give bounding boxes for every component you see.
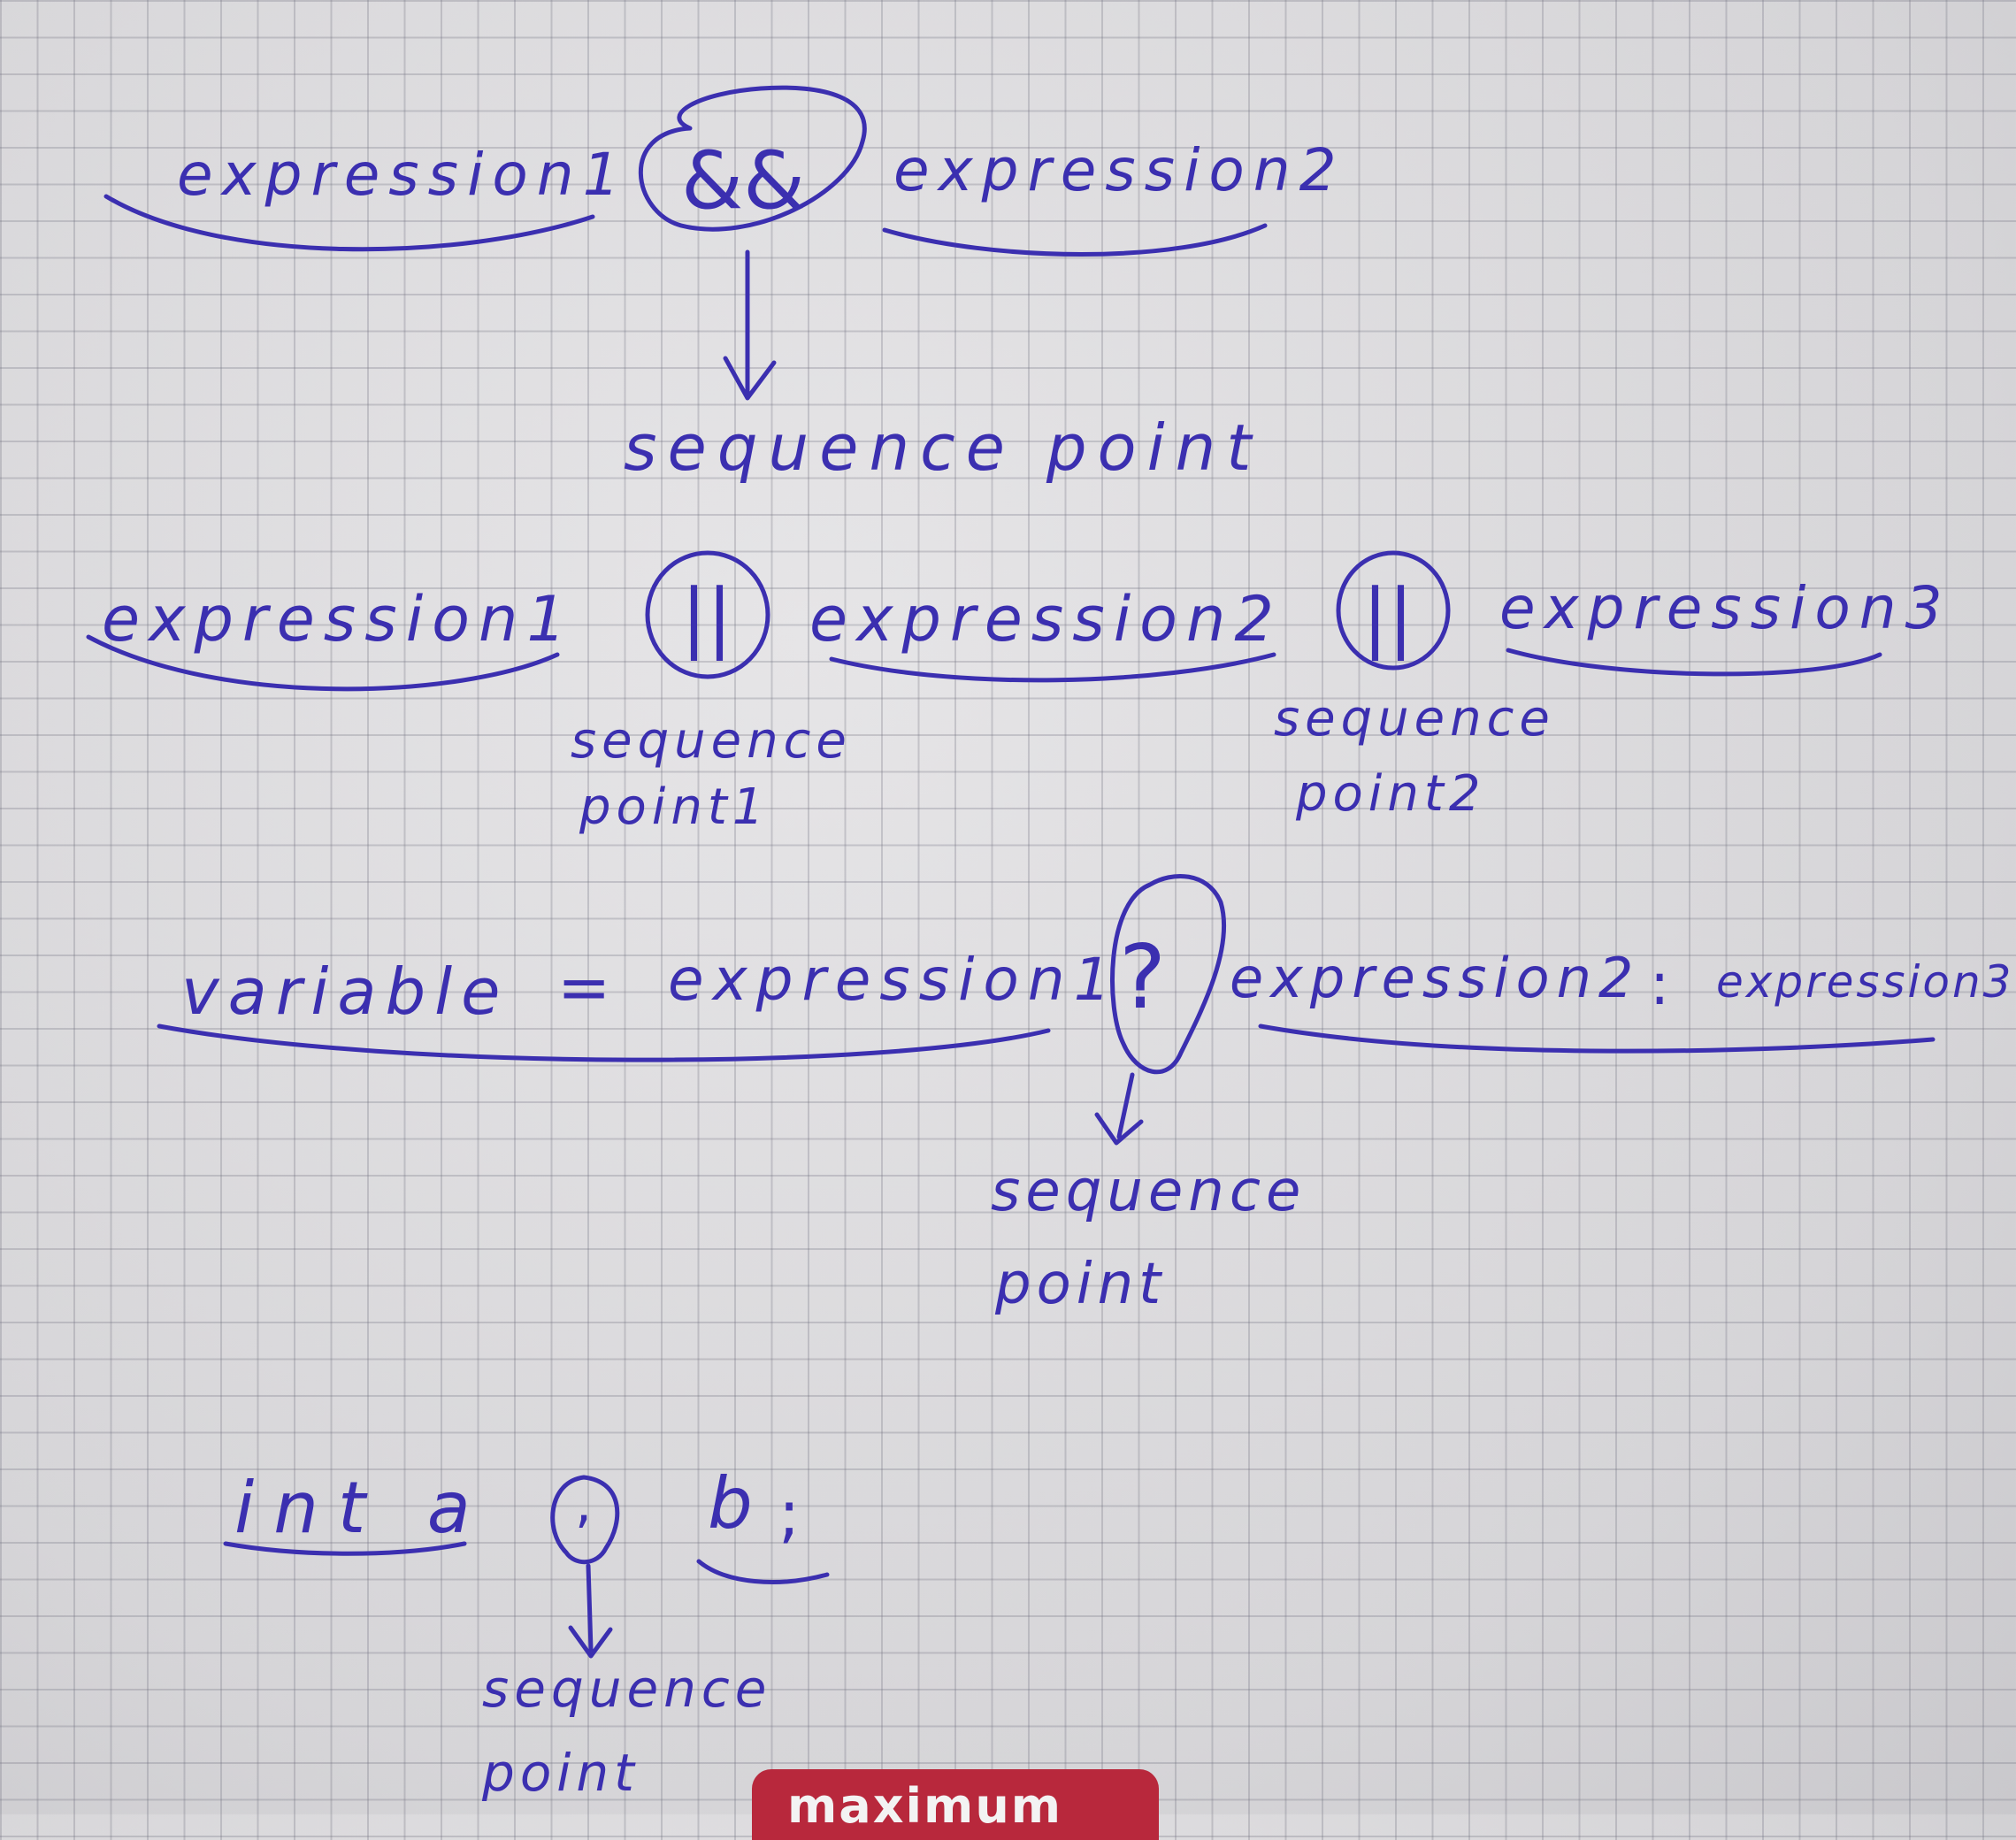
row3-expression1: expression1 [668, 946, 1120, 1014]
row3-label-line1: sequence [991, 1159, 1307, 1224]
row4-comma-operator: , [575, 1473, 593, 1535]
row1-and-operator: && [681, 134, 806, 227]
row1-left-expression: expression1 [177, 141, 629, 209]
row3-colon: : [1650, 950, 1670, 1018]
row4-arrow-head [568, 1625, 613, 1659]
row4-int-a: int a [234, 1467, 490, 1549]
row3-arrow-shaft [1116, 1072, 1135, 1139]
row2-or-operator-2: || [1362, 573, 1414, 662]
row3-equals: = [557, 950, 611, 1024]
row3-expression3: expression3 [1716, 956, 2014, 1008]
row3-arrow-head [1094, 1112, 1144, 1146]
row1-sequence-point-label: sequence point [624, 410, 1262, 485]
row3-question-operator: ? [1119, 925, 1167, 1029]
row1-arrow-head [723, 356, 777, 401]
row3-right-underline [1258, 1024, 1936, 1054]
row2-or-operator-1: || [681, 573, 732, 662]
row3-expression2: expression2 [1230, 946, 1641, 1010]
row4-b: b [708, 1462, 762, 1545]
row2-expr3-underline [1506, 648, 1882, 677]
row2-label1-line1: sequence [571, 712, 852, 770]
row3-label-line2: point [995, 1252, 1167, 1317]
row4-label-line1: sequence [482, 1659, 772, 1719]
row4-arrow-shaft [586, 1563, 594, 1652]
row3-left-underline [157, 1024, 1051, 1062]
row4-semicolon: ; [778, 1476, 801, 1551]
row2-label2-line2: point2 [1296, 765, 1486, 823]
row2-label2-line1: sequence [1274, 690, 1555, 748]
row2-label1-line2: point1 [579, 778, 770, 836]
row4-right-underline [696, 1559, 830, 1584]
row2-expr2-underline [829, 652, 1276, 683]
row2-expression2: expression2 [809, 583, 1283, 656]
row1-right-expression: expression2 [893, 136, 1345, 204]
row3-variable: variable [181, 954, 510, 1029]
row2-expression3: expression3 [1499, 574, 1951, 642]
notebook-brand-logo: maximum [752, 1769, 1159, 1840]
row1-right-underline [882, 223, 1268, 257]
row4-label-line2: point [482, 1743, 640, 1803]
row2-expression1: expression1 [102, 583, 575, 656]
logo-text: maximum [787, 1778, 1063, 1834]
